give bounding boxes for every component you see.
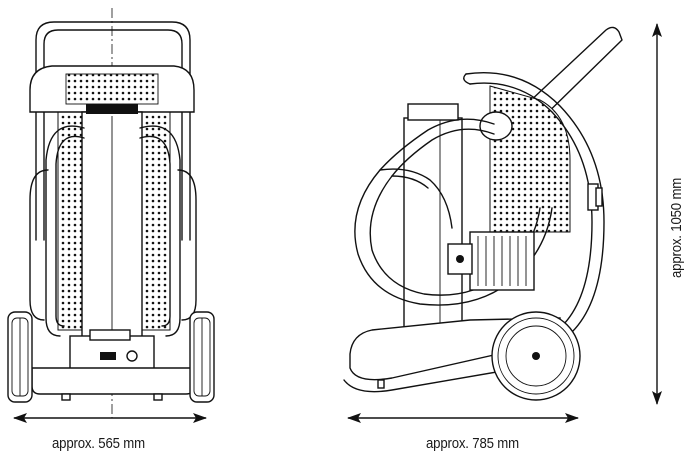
side-main-frame-inner <box>469 82 593 327</box>
length-dimension-label: approx. 785 mm <box>426 435 519 452</box>
front-base-frame <box>31 367 195 395</box>
width-dimension-label: approx. 565 mm <box>52 435 145 452</box>
side-wheel <box>491 311 581 401</box>
side-view <box>343 26 623 401</box>
front-wheel-right <box>189 311 215 403</box>
height-dimension-label: approx. 1050 mm <box>668 177 685 278</box>
side-filter-housing <box>403 117 463 329</box>
front-view <box>7 8 215 418</box>
side-main-frame-outer <box>465 71 605 333</box>
front-handle-outer <box>35 21 191 241</box>
front-handle-inner <box>43 29 183 241</box>
side-handle-bar <box>511 26 623 131</box>
front-hose-right <box>139 125 181 337</box>
front-column-cap <box>86 104 138 114</box>
front-top-grille <box>65 73 159 105</box>
side-skid <box>343 367 521 393</box>
side-perforated-panel <box>489 85 571 233</box>
side-gauge <box>479 111 513 141</box>
front-wheel-left <box>7 311 33 403</box>
front-hose-left <box>45 125 85 337</box>
